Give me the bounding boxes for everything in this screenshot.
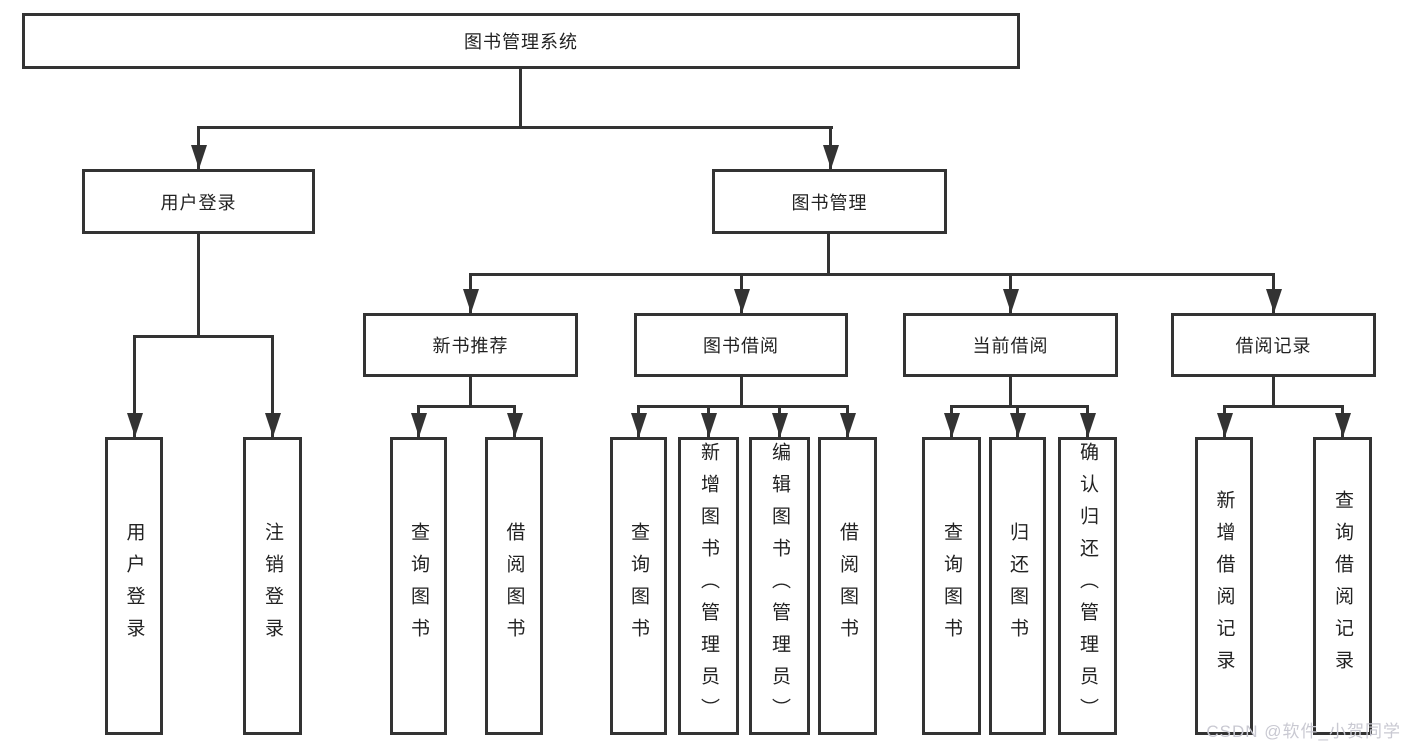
node-user-login: 用户登录 (82, 169, 315, 234)
leaf-br-query-record-label: 查询借阅记录 (1332, 490, 1353, 682)
arrow-bb-query-books (630, 405, 647, 437)
leaf-bb-add-books-admin: 新增图书（管理员） (678, 437, 739, 735)
leaf-br-add-record: 新增借阅记录 (1195, 437, 1253, 735)
arrow-bb-borrow-books (839, 405, 856, 437)
connector-root-hline (197, 126, 833, 129)
arrow-to-book-borrow (733, 273, 750, 313)
node-root-label: 图书管理系统 (464, 32, 578, 52)
arrow-to-current-borrow (1002, 273, 1019, 313)
connector-new-book-vline (469, 377, 472, 408)
leaf-bb-edit-books-admin: 编辑图书（管理员） (749, 437, 810, 735)
connector-book-mgmt-vline (827, 234, 830, 276)
node-current-borrow: 当前借阅 (903, 313, 1118, 377)
csdn-watermark: CSDN @软件_小贺同学 (1206, 722, 1401, 741)
node-borrow-records-label: 借阅记录 (1235, 336, 1312, 356)
arrow-nb-query-books (410, 405, 427, 437)
connector-new-book-hline (417, 405, 516, 408)
leaf-cb-confirm-return-admin: 确认归还（管理员） (1058, 437, 1117, 735)
connector-borrow-records-vline (1272, 377, 1275, 408)
connector-book-mgmt-hline (469, 273, 1275, 276)
leaf-nb-query-books-label: 查询图书 (408, 522, 429, 650)
leaf-user-login-label: 用户登录 (123, 522, 145, 650)
connector-user-login-vline (197, 234, 200, 338)
node-new-book-recommend-label: 新书推荐 (432, 336, 509, 356)
arrow-to-user-login (190, 126, 207, 169)
leaf-bb-query-books: 查询图书 (610, 437, 667, 735)
arrow-bb-add-books (700, 405, 717, 437)
arrow-to-book-management (822, 126, 839, 169)
arrow-to-new-book-recommend (462, 273, 479, 313)
leaf-bb-add-books-admin-label: 新增图书（管理员） (698, 442, 719, 730)
node-book-borrow-label: 图书借阅 (703, 336, 779, 356)
node-book-management-label: 图书管理 (791, 192, 868, 213)
leaf-cb-return-books: 归还图书 (989, 437, 1046, 735)
leaf-br-add-record-label: 新增借阅记录 (1213, 490, 1235, 682)
arrow-to-leaf-user-login (126, 335, 143, 437)
node-new-book-recommend: 新书推荐 (363, 313, 578, 377)
connector-current-borrow-vline (1009, 377, 1012, 408)
arrow-br-query-record (1334, 405, 1351, 437)
node-user-login-label: 用户登录 (160, 192, 237, 213)
node-root: 图书管理系统 (22, 13, 1020, 69)
connector-borrow-records-hline (1223, 405, 1344, 408)
connector-book-borrow-hline (637, 405, 849, 408)
leaf-bb-borrow-books: 借阅图书 (818, 437, 877, 735)
node-borrow-records: 借阅记录 (1171, 313, 1376, 377)
leaf-bb-borrow-books-label: 借阅图书 (837, 522, 858, 650)
connector-current-borrow-hline (950, 405, 1089, 408)
leaf-bb-edit-books-admin-label: 编辑图书（管理员） (769, 442, 790, 730)
arrow-cb-return-books (1009, 405, 1026, 437)
leaf-logout: 注销登录 (243, 437, 302, 735)
arrow-nb-borrow-books (506, 405, 523, 437)
leaf-cb-confirm-return-admin-label: 确认归还（管理员） (1077, 442, 1098, 730)
node-book-management: 图书管理 (712, 169, 947, 234)
leaf-nb-borrow-books: 借阅图书 (485, 437, 543, 735)
leaf-nb-query-books: 查询图书 (390, 437, 447, 735)
arrow-bb-edit-books (771, 405, 788, 437)
leaf-user-login: 用户登录 (105, 437, 163, 735)
leaf-cb-query-books-label: 查询图书 (941, 522, 962, 650)
leaf-cb-return-books-label: 归还图书 (1007, 522, 1028, 650)
connector-root-vline (519, 68, 522, 129)
node-current-borrow-label: 当前借阅 (972, 336, 1049, 356)
node-book-borrow: 图书借阅 (634, 313, 848, 377)
leaf-bb-query-books-label: 查询图书 (628, 522, 649, 650)
arrow-cb-confirm-return (1079, 405, 1096, 437)
connector-user-login-hline (133, 335, 274, 338)
connector-book-borrow-vline (740, 377, 743, 408)
arrow-to-leaf-logout (264, 335, 281, 437)
leaf-cb-query-books: 查询图书 (922, 437, 981, 735)
arrow-cb-query-books (943, 405, 960, 437)
leaf-nb-borrow-books-label: 借阅图书 (503, 522, 525, 650)
leaf-logout-label: 注销登录 (262, 522, 283, 650)
leaf-br-query-record: 查询借阅记录 (1313, 437, 1372, 735)
arrow-br-add-record (1216, 405, 1233, 437)
arrow-to-borrow-records (1265, 273, 1282, 313)
